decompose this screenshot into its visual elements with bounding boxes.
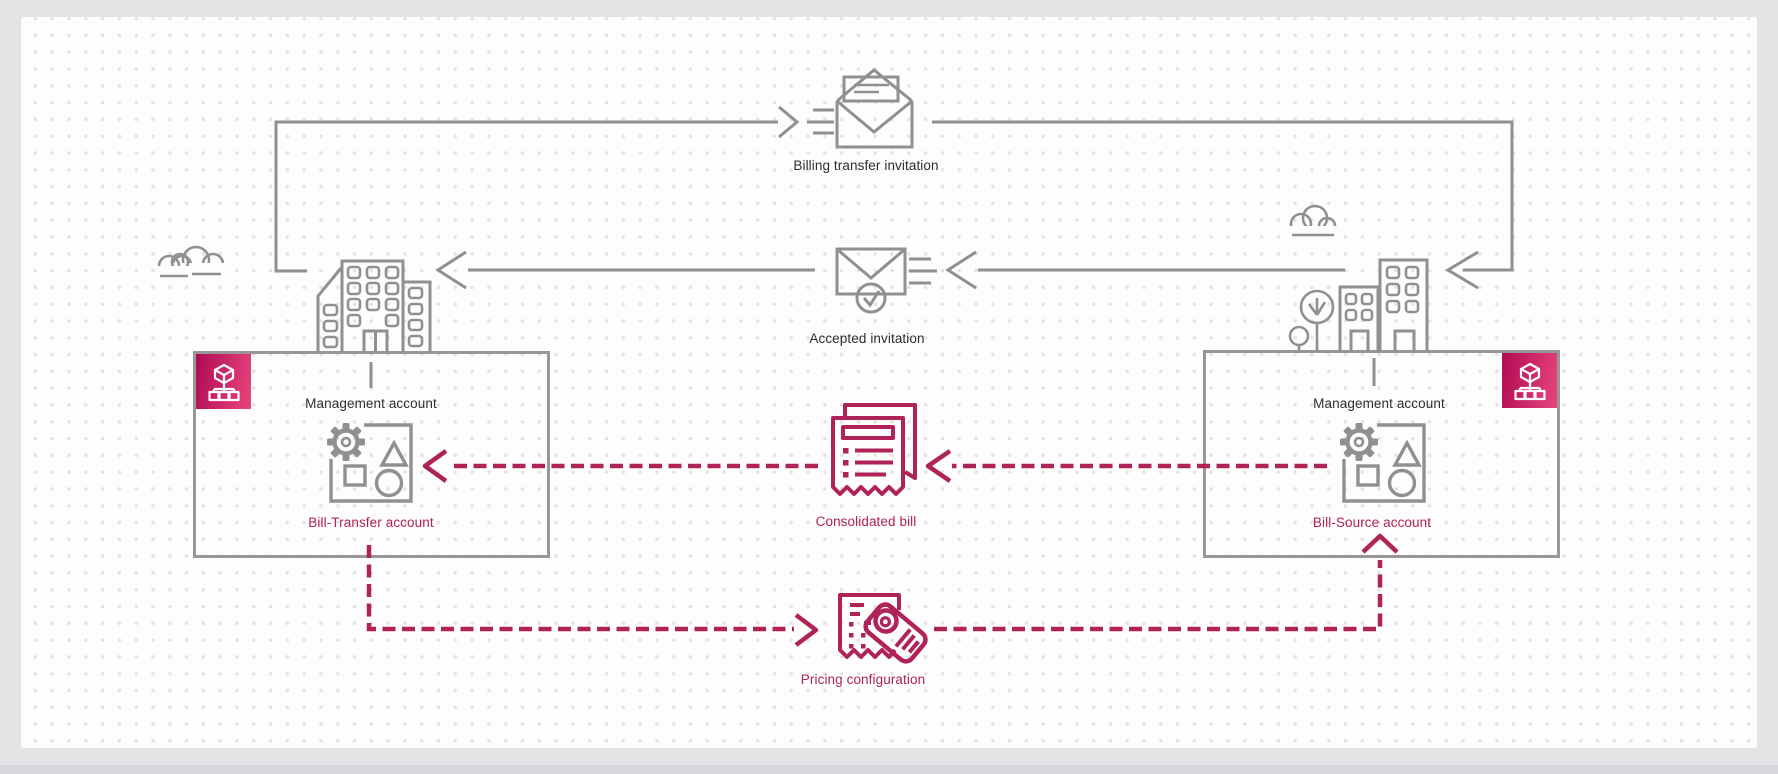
accepted-invitation-label: Accepted invitation: [809, 331, 925, 346]
bill-source-management-account-box: [1203, 350, 1560, 558]
pricing-configuration-label: Pricing configuration: [800, 672, 926, 687]
management-account-label: Management account: [305, 396, 437, 411]
aws-organizations-badge: [1502, 353, 1557, 408]
billing-invitation-label: Billing transfer invitation: [793, 158, 939, 173]
management-account-label: Management account: [1313, 396, 1445, 411]
bill-source-account-label: Bill-Source account: [1312, 515, 1432, 530]
bill-transfer-account-label: Bill-Transfer account: [308, 515, 434, 530]
aws-organizations-icon: [1513, 362, 1546, 400]
window-bottom-edge: [0, 765, 1778, 774]
consolidated-bill-label: Consolidated bill: [815, 514, 917, 529]
aws-organizations-icon: [207, 363, 240, 401]
aws-organizations-badge: [196, 354, 251, 409]
